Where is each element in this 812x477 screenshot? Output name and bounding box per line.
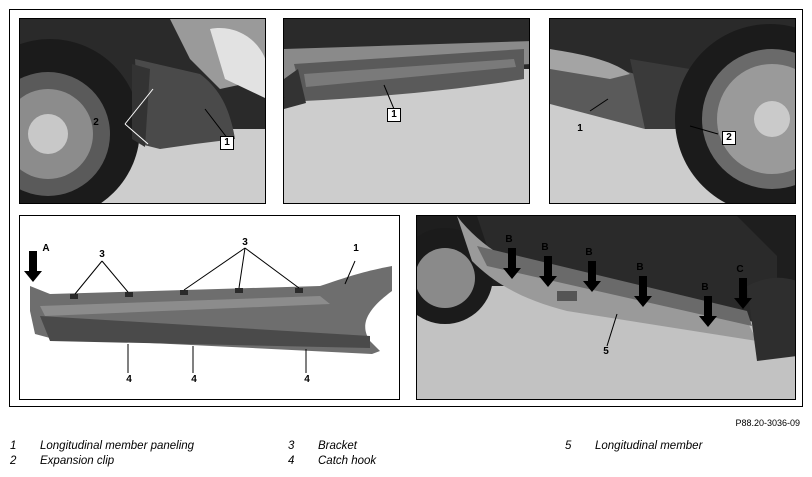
callout-p5-B3: B: [585, 247, 593, 258]
callout-p4-3a: 3: [99, 249, 105, 260]
callout-p2-1: 1: [387, 108, 401, 122]
figure-reference: P88.20-3036-09: [735, 418, 800, 428]
photo-panel-front-wheel: 2 1: [19, 18, 266, 204]
callout-p5-C: C: [736, 264, 744, 275]
callout-p5-B2: B: [541, 242, 549, 253]
legend-num-1: 1: [10, 440, 17, 452]
legend-label-1: Longitudinal member paneling: [40, 440, 195, 452]
legend-label-3: Bracket: [318, 440, 357, 452]
legend: 1 Longitudinal member paneling 2 Expansi…: [0, 440, 812, 474]
callout-p5-B5: B: [701, 282, 709, 293]
callout-p1-2: 2: [93, 117, 99, 128]
callout-p5-5: 5: [603, 346, 609, 357]
callout-p3-1: 1: [577, 123, 583, 134]
legend-num-2: 2: [10, 455, 17, 467]
callout-p3-2: 2: [722, 131, 736, 145]
photo-panel-sill-middle: 1: [283, 18, 530, 204]
photo-panel-rear-wheel: 1 2: [549, 18, 796, 204]
legend-num-3: 3: [288, 440, 295, 452]
callout-p4-4b: 4: [191, 374, 197, 385]
legend-num-4: 4: [288, 455, 295, 467]
legend-label-4: Catch hook: [318, 455, 377, 467]
callout-p1-1: 1: [220, 136, 234, 150]
callout-p4-4a: 4: [126, 374, 132, 385]
callout-p4-1: 1: [353, 243, 359, 254]
callout-p4-4c: 4: [304, 374, 310, 385]
photo-panel-longitudinal-member: B B B B B C 5: [416, 215, 796, 400]
callout-p5-B1: B: [505, 234, 513, 245]
callout-p4-3b: 3: [242, 237, 248, 248]
callout-p4-A: A: [42, 243, 50, 254]
figure-frame: 2 1 1 1 2: [9, 9, 803, 407]
photo-panel-paneling-part: A 3 3 1 4 4 4: [19, 215, 400, 400]
callout-p5-B4: B: [636, 262, 644, 273]
legend-label-5: Longitudinal member: [595, 440, 703, 452]
legend-num-5: 5: [565, 440, 572, 452]
legend-label-2: Expansion clip: [40, 455, 115, 467]
